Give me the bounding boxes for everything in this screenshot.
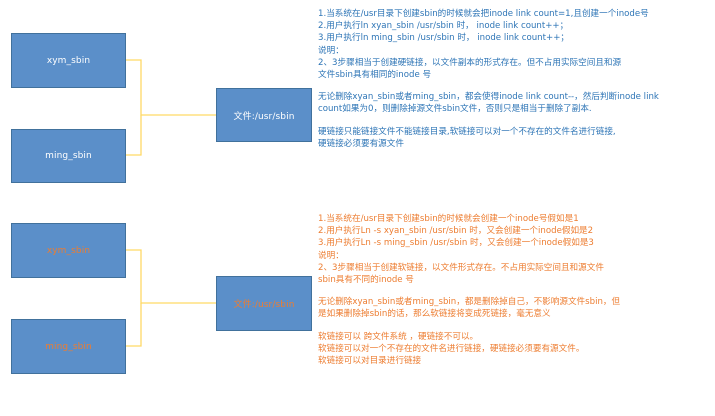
box-label: xym_sbin: [46, 55, 91, 66]
connector-xym-to-file-soft: [126, 249, 216, 304]
box-ming-sbin-hardlink: ming_sbin: [11, 129, 126, 183]
note-line: 文件sbin具有相同的inode 号: [318, 70, 432, 81]
note-line: 软链接可以对目录进行链接: [318, 356, 422, 367]
box-label: 文件:/usr/sbin: [233, 111, 295, 122]
note-line: 2、3步骤相当于创建软链接，以文件形式存在。不占用实际空间且和源文件: [318, 262, 604, 273]
softlink-explanation: 1.当系统在/usr目录下创建sbin的时候就会创建一个inode号假如是1 2…: [318, 213, 620, 367]
connector-ming-to-file: [126, 115, 142, 156]
note-line: sbin具有不同的inode 号: [318, 275, 414, 286]
box-file-usr-sbin-hardlink: 文件:/usr/sbin: [216, 88, 312, 142]
note-line: 2.用户执行ln xyan_sbin /usr/sbin 时， inode li…: [318, 21, 569, 32]
note-line: 2、3步骤相当于创建硬链接，以文件副本的形式存在。但不占用实际空间且和源: [318, 57, 622, 68]
box-label: ming_sbin: [45, 341, 92, 352]
note-line: 说明：: [318, 250, 344, 261]
box-label: 文件:/usr/sbin: [233, 300, 295, 310]
note-line: 软链接可以对一个不存在的文件名进行链接，硬链接必须要有源文件。: [318, 343, 585, 354]
note-line: 无论删除xyan_sbin或者ming_sbin，都会使得inode link …: [318, 92, 659, 103]
connector-xym-to-file: [126, 59, 216, 116]
note-line: 3.用户执行ln ming_sbin /usr/sbin 时， inode li…: [318, 33, 569, 44]
box-label: ming_sbin: [45, 151, 92, 161]
note-line: 说明：: [318, 45, 344, 56]
note-line: 软链接可以 跨文件系统 ，硬链接不可以。: [318, 331, 479, 342]
connector-ming-to-file-soft: [126, 303, 142, 347]
note-line: 是如果删除掉sbin的话，那么软链接将变成死链接，毫无意义: [318, 309, 551, 320]
note-line: 2.用户执行Ln -s xyan_sbin /usr/sbin 时，又会创建一个…: [318, 226, 594, 237]
note-line: count如果为0，则删除掉源文件sbin文件，否则只是相当于删除了副本.: [318, 104, 592, 115]
box-label: xym_sbin: [46, 245, 91, 256]
note-line: 硬链接只能链接文件不能链接目录,软链接可以对一个不存在的文件名进行链接,: [318, 126, 616, 137]
note-line: 硬链接必须要有源文件: [318, 138, 404, 149]
box-xym-sbin-hardlink: xym_sbin: [11, 33, 126, 88]
note-line: 1.当系统在/usr目录下创建sbin的时候就会把inode link coun…: [318, 9, 649, 19]
box-xym-sbin-softlink: xym_sbin: [11, 223, 126, 278]
note-line: 1.当系统在/usr目录下创建sbin的时候就会创建一个inode号假如是1: [318, 214, 579, 224]
note-line: 无论删除xyan_sbin或者ming_sbin，都是删除掉自己，不影响源文件s…: [318, 297, 621, 308]
box-file-usr-sbin-softlink: 文件:/usr/sbin: [216, 276, 312, 331]
hardlink-explanation: 1.当系统在/usr目录下创建sbin的时候就会把inode link coun…: [318, 8, 659, 150]
box-ming-sbin-softlink: ming_sbin: [11, 319, 126, 374]
note-line: 3.用户执行Ln -s ming_sbin /usr/sbin 时，又会创建一个…: [318, 238, 594, 249]
